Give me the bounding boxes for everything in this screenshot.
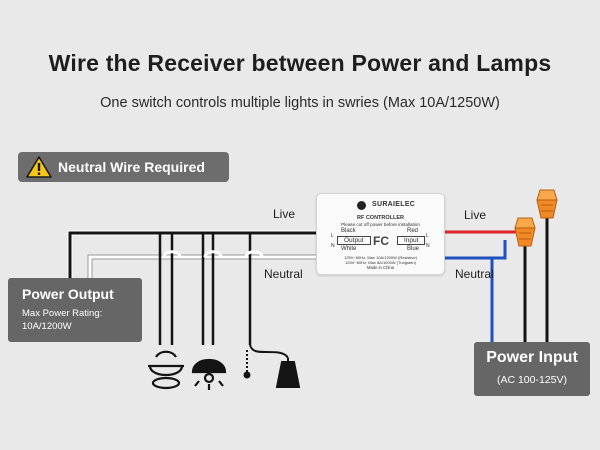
device-ir-dot: [357, 201, 366, 210]
device-output-label: Output: [337, 236, 371, 245]
device-notice: Please cut off power before installation: [341, 222, 420, 227]
device-n-right: N: [426, 243, 430, 249]
wire-connector-live: [536, 189, 558, 219]
live-label-left: Live: [273, 207, 296, 221]
device-brand: SURAIELEC: [372, 201, 416, 208]
device-spec-1: 125V~60Hz, Max 10A/1200W (Resistive): [344, 255, 417, 260]
page-subtitle: One switch controls multiple lights in s…: [100, 95, 500, 111]
device-l-left: L: [331, 233, 334, 239]
device-input-label: Input: [397, 236, 426, 245]
power-output-box: Power Output Max Power Rating: 10A/1200W: [8, 278, 142, 342]
device-n-left: N: [331, 243, 335, 249]
ceiling-lamp-icon: [148, 350, 184, 390]
live-label-right: Live: [464, 208, 487, 222]
device-red-label: Red: [407, 228, 419, 234]
wire-connector-neutral: [514, 217, 536, 247]
device-blue-label: Blue: [407, 246, 420, 252]
power-output-rating: Max Power Rating: 10A/1200W: [22, 308, 103, 332]
device-white-label: White: [341, 246, 357, 252]
power-input-title: Power Input: [486, 349, 578, 366]
warning-icon: [26, 156, 52, 178]
left-live-wire: [67, 230, 316, 278]
device-spec-2: 125V~60Hz, Max 8A/1000W (Tungsten): [345, 260, 416, 265]
power-output-title: Power Output: [22, 286, 114, 302]
device-l-right: L: [426, 233, 429, 239]
lamp-drop-wires: [158, 233, 264, 345]
device-model: RF CONTROLLER: [356, 215, 405, 221]
power-input-range: (AC 100-125V): [496, 374, 568, 386]
device-fc-mark: FC: [373, 234, 389, 248]
neutral-label-right: Neutral: [455, 267, 494, 281]
neutral-label-left: Neutral: [264, 267, 303, 281]
device-black-label: Black: [341, 228, 356, 234]
input-wires: [523, 213, 549, 342]
device-made-in: Made in China: [366, 265, 394, 270]
power-input-box: Power Input (AC 100-125V): [474, 342, 590, 396]
dome-lamp-icon: [191, 358, 227, 390]
pendant-lamp-icon: [243, 344, 301, 388]
neutral-required-badge: Neutral Wire Required: [18, 152, 229, 182]
badge-text: Neutral Wire Required: [58, 159, 205, 175]
right-neutral-wire: [443, 240, 507, 342]
left-neutral-wire: [87, 254, 316, 278]
rf-receiver: SURAIELEC RF CONTROLLER Please cut off p…: [316, 193, 445, 275]
page-title: Wire the Receiver between Power and Lamp…: [48, 50, 552, 76]
